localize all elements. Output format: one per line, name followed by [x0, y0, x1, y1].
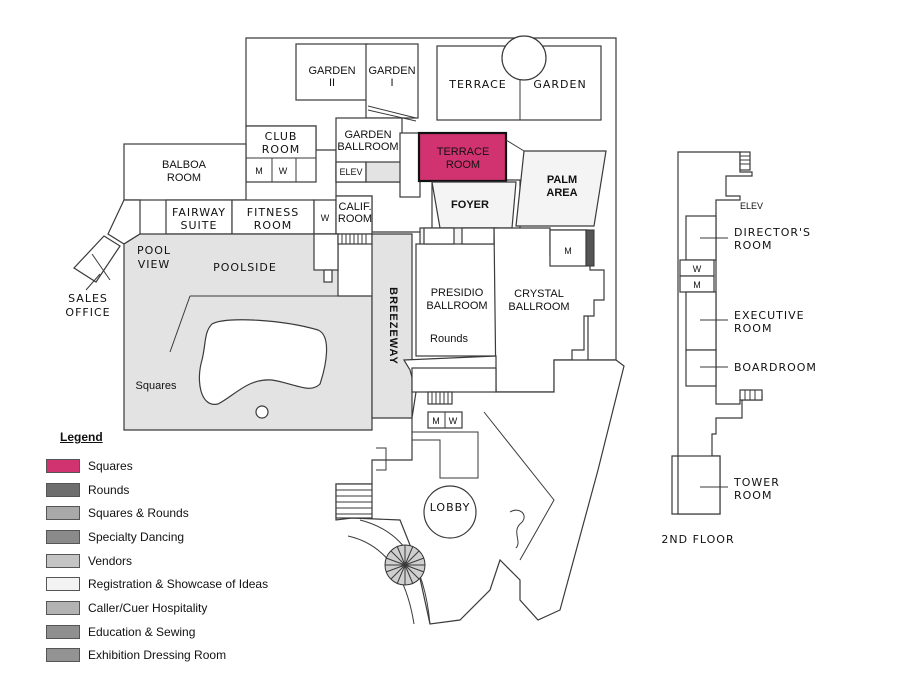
elev-label: ELEV	[339, 167, 362, 177]
stairs-2nd-top	[739, 151, 751, 171]
stairs-calif	[337, 233, 373, 245]
restroom-w-west-label: W	[321, 213, 330, 223]
balboa-room[interactable]	[123, 143, 247, 201]
legend-swatch	[46, 482, 80, 497]
service-corridor	[399, 132, 421, 198]
legend-label: Caller/Cuer Hospitality	[88, 600, 208, 615]
boardroom[interactable]	[685, 349, 717, 387]
restroom-m-crystal[interactable]	[549, 229, 587, 267]
elev-2nd-label: ELEV	[740, 201, 763, 211]
legend-item: Squares	[46, 454, 306, 478]
legend-swatch	[46, 529, 80, 544]
swimming-pool	[198, 319, 328, 405]
second-floor-label: 2ND FLOOR	[661, 533, 734, 546]
stairs-lobby	[427, 391, 453, 405]
fountain-circle	[501, 35, 547, 81]
foyer-label: FOYER	[451, 199, 489, 211]
legend-label: Registration & Showcase of Ideas	[88, 577, 269, 592]
lobby-feature	[509, 509, 525, 549]
legend-item: Exhibition Dressing Room	[46, 644, 306, 668]
lobby-outline	[335, 355, 625, 625]
legend-item: Rounds	[46, 478, 306, 502]
legend-title: Legend	[60, 430, 103, 444]
stair-line	[367, 109, 417, 122]
calif-room-label: CALIF.ROOM	[338, 201, 372, 225]
sales-office-room[interactable]	[73, 235, 121, 283]
terrace-room-highlight[interactable]	[417, 131, 508, 183]
legend-item: Vendors	[46, 549, 306, 573]
legend-swatch	[46, 648, 80, 663]
stairs-southwest	[335, 483, 373, 519]
tower-room[interactable]	[677, 455, 721, 515]
rounds-marker	[585, 229, 595, 267]
executive-room[interactable]	[685, 291, 717, 351]
presidio-rounds-label: Rounds	[430, 333, 468, 345]
breezeway-label: BREEZEWAY	[387, 287, 399, 365]
legend-label: Exhibition Dressing Room	[88, 648, 227, 663]
garden-ii-room[interactable]	[295, 43, 369, 101]
fitness-room[interactable]	[231, 199, 315, 235]
restroom-w-label: W	[279, 166, 288, 176]
poolside-squares-label: Squares	[136, 380, 177, 392]
palm-area[interactable]	[515, 150, 607, 227]
legend-swatch	[46, 506, 80, 521]
legend-item: Specialty Dancing	[46, 525, 306, 549]
presidio-ballroom[interactable]	[415, 243, 499, 357]
legend-label: Vendors	[88, 553, 133, 568]
legend-item: Education & Sewing	[46, 620, 306, 644]
boardroom-label: BOARDROOM	[734, 361, 817, 374]
legend-label: Rounds	[88, 482, 130, 497]
legend-swatch	[46, 553, 80, 568]
pool-structure	[313, 233, 339, 271]
restroom-m-2nd-label: M	[693, 280, 701, 290]
elevator-lobby	[365, 161, 403, 183]
lobby-w-label: W	[449, 416, 458, 426]
legend-label: Squares	[88, 458, 133, 473]
legend-swatch	[46, 458, 80, 473]
legend-label: Squares & Rounds	[88, 506, 189, 521]
lobby-m-label: M	[432, 416, 440, 426]
legend-swatch	[46, 577, 80, 592]
terrace-label: TERRACE	[448, 78, 506, 91]
lobby-label: LOBBY	[430, 501, 471, 514]
stairs-2nd-bottom	[739, 389, 763, 401]
hot-tub	[255, 405, 269, 419]
stair-line	[367, 105, 417, 119]
poolside-label: POOLSIDE	[213, 261, 277, 274]
rotunda-umbrella	[384, 544, 426, 586]
garden-i-room[interactable]	[365, 43, 419, 119]
legend-label: Specialty Dancing	[88, 529, 185, 544]
legend-item: Squares & Rounds	[46, 501, 306, 525]
legend-item: Registration & Showcase of Ideas	[46, 572, 306, 596]
legend-swatch	[46, 624, 80, 639]
legend-label: Education & Sewing	[88, 624, 196, 639]
garden-label: GARDEN	[533, 78, 586, 91]
legend-item: Caller/Cuer Hospitality	[46, 596, 306, 620]
restroom-m-label: M	[255, 166, 263, 176]
crystal-m-label: M	[564, 246, 572, 256]
club-room[interactable]	[245, 125, 317, 183]
legend-swatch	[46, 600, 80, 615]
lobby-rotunda[interactable]	[423, 485, 477, 539]
restroom-w-2nd-label: W	[693, 264, 702, 274]
